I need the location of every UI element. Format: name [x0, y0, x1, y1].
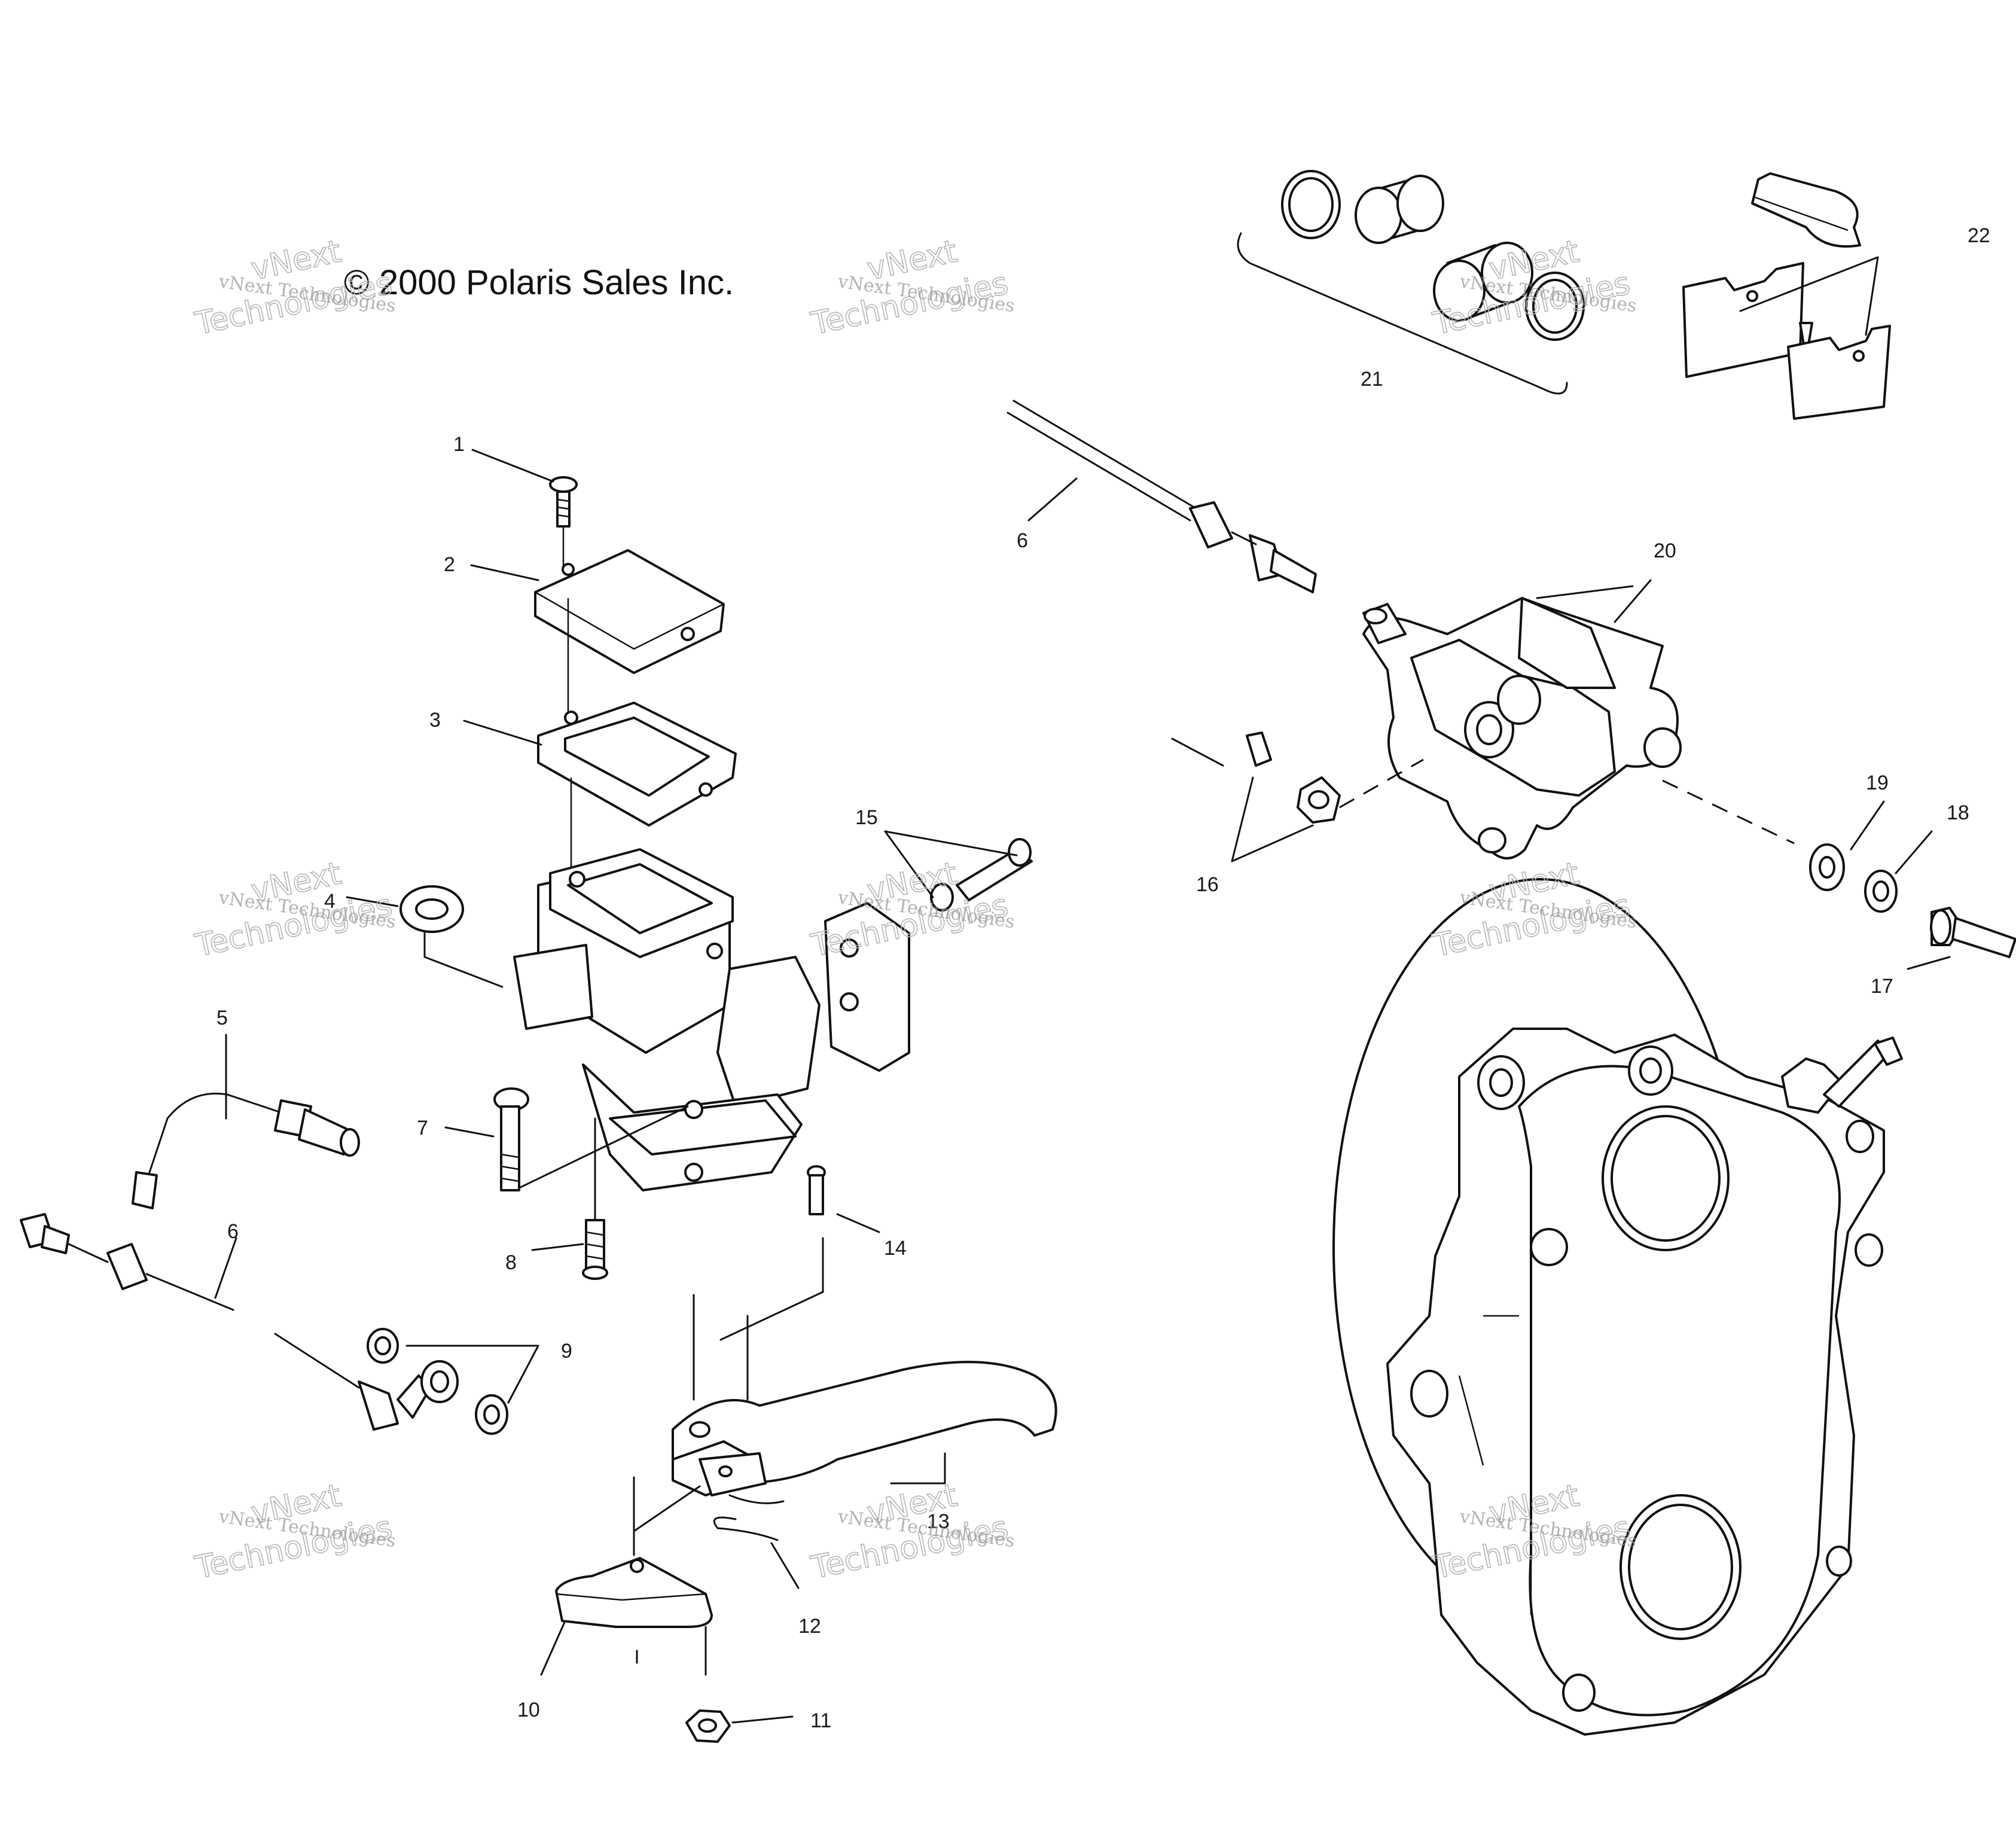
callout-13: 13 — [927, 1510, 950, 1533]
brake-pads-and-clip-part-22 — [1682, 172, 1891, 420]
callout-14: 14 — [884, 1237, 907, 1260]
callout-22: 22 — [1968, 224, 1990, 247]
brake-hose-part-6-left — [20, 1213, 432, 1431]
callout-18: 18 — [1947, 801, 1969, 824]
bolt-part-17 — [1930, 907, 2016, 958]
return-spring-part-12 — [713, 1494, 785, 1541]
callout-8: 8 — [505, 1251, 517, 1274]
brake-caliper-part-20 — [1362, 585, 1682, 859]
callout-5: 5 — [216, 1007, 228, 1029]
callout-21: 21 — [1361, 368, 1383, 391]
callout-10: 10 — [517, 1699, 540, 1721]
parking-lock-lever-part-10 — [555, 1476, 713, 1676]
washer-part-19 — [1662, 779, 1845, 891]
brake-light-switch-part-5 — [132, 1092, 360, 1209]
clamp-and-screw-part-15 — [824, 838, 1033, 1072]
callout-3: 3 — [429, 709, 441, 731]
callout-6-left: 6 — [227, 1220, 239, 1243]
callout-20: 20 — [1654, 539, 1676, 562]
copyright-text: © 2000 Polaris Sales Inc. — [344, 263, 734, 302]
callout-2: 2 — [444, 553, 455, 576]
screw-part-8 — [582, 1117, 608, 1280]
diaphragm-gasket-part-3 — [537, 702, 737, 867]
callout-9: 9 — [561, 1340, 572, 1363]
brake-lever-part-13 — [672, 1294, 1057, 1496]
crush-washers-part-9 — [367, 1328, 508, 1435]
callout-16: 16 — [1196, 873, 1219, 896]
callout-7: 7 — [417, 1117, 428, 1139]
callout-15: 15 — [855, 806, 878, 829]
piston-kit-part-21 — [1237, 170, 1585, 395]
leader-lines — [214, 449, 1951, 1724]
reservoir-cover-part-2 — [534, 549, 725, 718]
washer-part-4 — [399, 885, 504, 988]
brake-hose-part-6-right — [1007, 400, 1317, 593]
callout-4: 4 — [324, 890, 336, 913]
master-cylinder-body — [513, 848, 821, 1192]
callout-6-right: 6 — [1017, 529, 1028, 552]
callout-19: 19 — [1866, 772, 1889, 794]
bleeder-fittings-part-16 — [1171, 731, 1424, 862]
screw-part-1 — [549, 476, 578, 568]
chaincase-cover-and-brake-disc — [1332, 878, 1903, 1736]
callout-11: 11 — [810, 1709, 831, 1732]
bolt-part-7 — [493, 1087, 529, 1191]
callout-12: 12 — [798, 1615, 821, 1638]
washer-part-18 — [1864, 870, 1898, 913]
callout-1: 1 — [453, 433, 465, 456]
pivot-pin-part-14 — [719, 1165, 826, 1341]
lock-nut-part-11 — [685, 1709, 731, 1743]
callout-17: 17 — [1871, 975, 1893, 998]
